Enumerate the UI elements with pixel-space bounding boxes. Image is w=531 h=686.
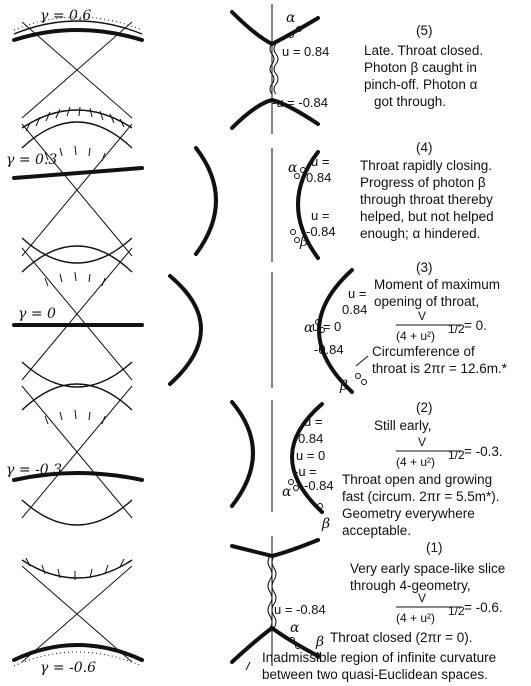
slice-line-2 <box>12 471 144 482</box>
photon-alpha-4: α <box>288 160 298 176</box>
eq-numerator-1: V <box>418 591 426 605</box>
u-bottom-label-3: -0.84 <box>314 342 344 357</box>
caption-2: (2) Still early, V (4 + u²) 1/2 = -0.3. … <box>342 400 503 538</box>
embedding-diagram-3: α β u = 0.84 u = 0 -0.84 <box>168 268 367 394</box>
u-top-label-3: u = <box>348 286 366 301</box>
spacetime-diagram-3: γ = 0 <box>12 245 144 388</box>
caption-3-line-3: Circumference of <box>372 344 475 359</box>
u-mid-label-2: u = 0 <box>296 448 325 463</box>
caption-3-line-1: Moment of maximum <box>374 277 500 292</box>
slice-line-4 <box>12 166 144 180</box>
u-top-label-2: u = <box>304 414 322 429</box>
eq-numerator-2: V <box>418 435 426 449</box>
u-mid-label-3: u = 0 <box>312 319 341 334</box>
slice-line-5 <box>12 28 144 42</box>
eq-exponent-3: 1/2 <box>448 322 465 336</box>
panel-number-4: (4) <box>416 140 433 155</box>
caption-2-line-4: Geometry everywhere <box>342 506 475 521</box>
panel-5: γ = 0.6 α u = 0.84 -u = -0.84 (5) Late. … <box>12 4 483 134</box>
photon-alpha-1: α <box>290 620 300 636</box>
photon-beta-4: β <box>299 234 308 250</box>
eq-rhs-3: = 0. <box>464 318 487 333</box>
u-top-value-2: 0.84 <box>298 431 323 446</box>
caption-1-line-1: Very early space-like slice <box>350 561 505 576</box>
panel-4: γ = 0.3 α β u = 0.84 u = -0.84 (4) Throa… <box>6 121 494 264</box>
u-bottom-label-4: u = <box>311 208 329 223</box>
caption-4: (4) Throat rapidly closing. Progress of … <box>360 140 494 241</box>
gamma-label-1: γ = -0.6 <box>40 660 96 676</box>
eq-rhs-2: = -0.3. <box>464 444 503 459</box>
u-bottom-label-5: -u = -0.84 <box>272 95 328 110</box>
eq-denominator-2: (4 + u²) <box>396 455 435 469</box>
photon-alpha-5: α <box>286 10 296 26</box>
embedding-diagram-1: α β u = -0.84 <box>230 536 326 666</box>
panel-number-2: (2) <box>416 400 433 415</box>
spacetime-diagram-4: γ = 0.3 <box>6 121 144 264</box>
panel-number-5: (5) <box>416 23 433 38</box>
caption-4-line-1: Throat rapidly closing. <box>360 158 492 173</box>
panel-2: γ = -0.3 α β u = 0.84 u = 0 -u = -0.84 (… <box>6 383 503 538</box>
equation-3: V (4 + u²) 1/2 = 0. <box>396 309 487 343</box>
caption-2-line-1: Still early, <box>374 418 432 433</box>
caption-5: (5) Late. Throat closed. Photon β caught… <box>364 23 483 109</box>
caption-1-line-5: between two quasi-Euclidean spaces. <box>262 667 488 682</box>
u-bottom-value-4: -0.84 <box>306 224 336 239</box>
u-top-label-1: u = -0.84 <box>274 602 326 617</box>
panel-number-3: (3) <box>416 260 433 275</box>
caption-1-line-4: Inadmissible region of infinite curvatur… <box>262 650 496 665</box>
caption-3-line-2: opening of throat, <box>374 294 479 309</box>
embedding-diagram-2: α β u = 0.84 u = 0 -u = -0.84 <box>230 400 334 532</box>
caption-2-line-2: Throat open and growing <box>342 472 492 487</box>
spacetime-diagram-1: γ = -0.6 <box>12 557 144 676</box>
gamma-label-5: γ = 0.6 <box>40 8 91 24</box>
caption-1-line-3: Throat closed (2πr = 0). <box>330 630 473 645</box>
caption-5-line-4: got through. <box>374 94 446 109</box>
embedding-diagram-4: α β u = 0.84 u = -0.84 <box>194 146 336 262</box>
eq-exponent-1: 1/2 <box>448 604 465 618</box>
caption-2-line-5: acceptable. <box>342 523 411 538</box>
u-bottom-value-2: -0.84 <box>304 478 334 493</box>
caption-4-line-4: helped, but not helped <box>360 209 494 224</box>
photon-beta-3: β <box>339 378 348 394</box>
embedding-diagram-5: α u = 0.84 -u = -0.84 <box>230 4 329 134</box>
panel-number-1: (1) <box>426 540 443 555</box>
slice-line-1 <box>12 643 144 662</box>
caption-4-line-5: enough; α hindered. <box>360 226 480 241</box>
u-top-value-3: 0.84 <box>342 302 367 317</box>
photon-beta-2: β <box>321 516 330 532</box>
photon-alpha-3: α <box>304 320 314 336</box>
gamma-label-3: γ = 0 <box>18 306 56 322</box>
eq-rhs-1: = -0.6. <box>464 600 503 615</box>
equation-1: V (4 + u²) 1/2 = -0.6. <box>396 591 503 625</box>
caption-4-line-2: Progress of photon β <box>360 175 486 190</box>
spacetime-diagram-5: γ = 0.6 <box>12 8 144 132</box>
eq-denominator-3: (4 + u²) <box>396 329 435 343</box>
eq-exponent-2: 1/2 <box>448 448 465 462</box>
caption-5-line-3: pinch-off. Photon α <box>364 77 478 92</box>
u-top-label-4: u = <box>311 154 329 169</box>
eq-denominator-1: (4 + u²) <box>396 611 435 625</box>
panel-1: γ = -0.6 α β u = -0.84 (1) Very early sp… <box>12 536 505 682</box>
photon-beta-1: β <box>315 634 324 650</box>
caption-4-line-3: through throat thereby <box>360 192 493 207</box>
u-top-label-5: u = 0.84 <box>282 44 329 59</box>
gamma-label-4: γ = 0.3 <box>6 152 57 168</box>
panel-3: γ = 0 α β u = 0.84 u = 0 -0.84 (3) Momen… <box>12 245 508 394</box>
equation-2: V (4 + u²) 1/2 = -0.3. <box>396 435 503 469</box>
caption-1: (1) Very early space-like slice through … <box>245 540 505 682</box>
spacetime-diagram-2: γ = -0.3 <box>6 383 144 526</box>
u-bottom-label-2: -u = <box>294 464 317 479</box>
caption-2-line-3: fast (circum. 2πr = 5.5m*). <box>342 489 499 504</box>
caption-3: (3) Moment of maximum opening of throat,… <box>355 260 508 376</box>
photon-alpha-2: α <box>282 484 292 500</box>
caption-1-line-2: through 4-geometry, <box>350 578 471 593</box>
u-top-value-4: 0.84 <box>306 170 331 185</box>
eq-numerator-3: V <box>418 309 426 323</box>
caption-5-line-2: Photon β caught in <box>364 60 477 75</box>
gamma-label-3: γ = -0.3 <box>6 462 62 478</box>
caption-5-line-1: Late. Throat closed. <box>364 43 483 58</box>
caption-3-line-4: throat is 2πr = 12.6m.* <box>372 361 508 376</box>
